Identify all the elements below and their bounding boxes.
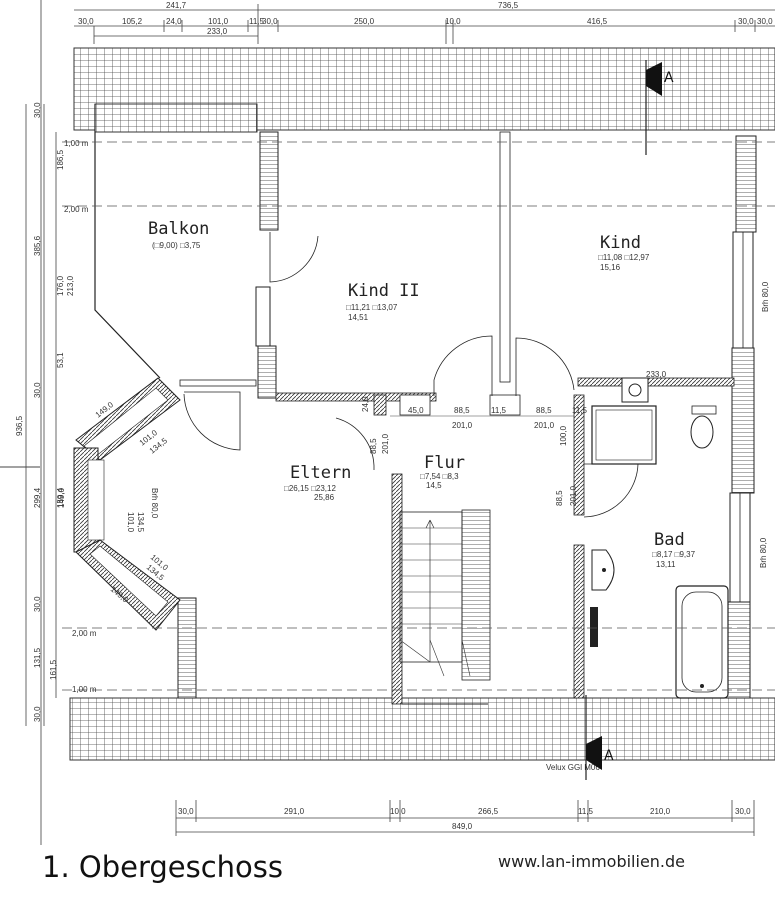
dim-top-overall-left: 241,7 (166, 1, 187, 10)
velux-label: Velux GGl M06 (546, 763, 600, 772)
dim-left: 30,0 (33, 596, 42, 612)
interior-dimensions: 24,0 45,0 88,5 11,5 88,5 11,5 201,0 201,… (361, 370, 667, 506)
room-name: Kind II (348, 281, 420, 301)
room-total: 13,11 (656, 560, 676, 569)
dim-top-seg: 30,0 (78, 17, 94, 26)
window-label: 134,5 (136, 512, 145, 533)
dim-left: 131,5 (33, 647, 42, 668)
dim-left-overall: 936,5 (15, 415, 24, 436)
dim-interior: 201,0 (452, 421, 473, 430)
room-name: Flur (424, 453, 465, 473)
dim-top-seg: 30,0 (262, 17, 278, 26)
dim-bottom: 10,0 (390, 807, 406, 816)
dim-top-overall: 736,5 (498, 1, 519, 10)
dim-bottom: 210,0 (650, 807, 671, 816)
dim-bottom: 30,0 (178, 807, 194, 816)
window-brh-label: Brh 80,0 (759, 537, 768, 568)
dim-bottom: 266,5 (478, 807, 499, 816)
dim-left: 161,5 (49, 659, 58, 680)
room-kind-ii: Kind II □11,21 □13,07 14,51 (346, 281, 420, 322)
roof-band-bottom (69, 697, 775, 761)
dim-interior: 11,5 (491, 406, 507, 415)
section-marker-top: A (645, 60, 674, 155)
dim-bottom: 30,0 (735, 807, 751, 816)
dim-left: 53,1 (56, 352, 65, 368)
dim-left: 30,0 (33, 382, 42, 398)
dim-top-seg: 30,0 (757, 17, 773, 26)
website-label: www.lan-immobilien.de (498, 852, 686, 871)
dim-left: 30,0 (33, 706, 42, 722)
bathroom-fixtures (590, 377, 729, 699)
dim-top-sub: 233,0 (207, 27, 228, 36)
room-name: Kind (600, 233, 641, 253)
room-area: □26,15 □23,12 (284, 484, 336, 493)
room-name: Eltern (290, 463, 351, 483)
room-kind: Kind □11,08 □12,97 15,16 (598, 233, 650, 272)
dim-interior: 88,5 (369, 438, 378, 454)
dim-interior: 88,5 (555, 490, 564, 506)
floor-title: 1. Obergeschoss (42, 850, 284, 884)
room-area: □11,08 □12,97 (598, 253, 650, 262)
dim-interior: 88,5 (536, 406, 552, 415)
left-dimension-chain: 30,0 186,5 385,6 176,0 213,0 53,1 30,0 2… (15, 102, 75, 726)
room-name: Bad (654, 530, 685, 550)
dim-left: 159,4 (56, 487, 65, 508)
svg-text:A: A (664, 70, 674, 86)
dim-left: 186,5 (56, 149, 65, 170)
room-area: □7,54 □8,3 (420, 472, 459, 481)
dim-interior: 88,5 (454, 406, 470, 415)
dim-top-seg: 11,5 (249, 17, 265, 26)
dim-interior: 45,0 (408, 406, 424, 415)
dim-interior: 24,0 (361, 396, 370, 412)
dim-left: 299,4 (33, 487, 42, 508)
window-label: 149,0 (57, 487, 66, 508)
room-area: □11,21 □13,07 (346, 303, 398, 312)
dim-left: 385,6 (33, 235, 42, 256)
dim-bottom: 291,0 (284, 807, 305, 816)
dim-interior: 11,5 (572, 406, 588, 415)
dim-bottom-total: 849,0 (452, 822, 473, 831)
dim-top-seg: 101,0 (208, 17, 229, 26)
height-mark: 2,00 m (64, 205, 89, 214)
dim-interior: 100,0 (559, 425, 568, 446)
room-total: 14,51 (348, 313, 369, 322)
dim-interior: 233,0 (646, 370, 667, 379)
bay-window: 149,0 101,0 134,5 101,0 134,5 101,0 134,… (57, 377, 181, 631)
room-bad: Bad □8,17 □9,37 13,11 (652, 530, 696, 569)
room-flur: Flur □7,54 □8,3 14,5 (420, 453, 465, 490)
section-marker-bottom: A (585, 695, 614, 780)
top-dimension-chain: 241,7 736,5 30,0 105,2 24,0 101,0 11,5 3… (74, 1, 775, 44)
window-label: Brh 80,0 (150, 488, 159, 519)
height-mark: 2,00 m (72, 629, 97, 638)
room-total: 15,16 (600, 263, 621, 272)
height-mark: 1,00 m (72, 685, 97, 694)
window-brh-label: Brh 80,0 (761, 281, 770, 312)
dim-interior: 201,0 (569, 485, 578, 506)
dim-left: 176,0 (56, 275, 65, 296)
dim-interior: 201,0 (534, 421, 555, 430)
bottom-dimension-chain: 30,0 291,0 10,0 266,5 11,5 210,0 30,0 84… (175, 763, 755, 836)
staircase (399, 509, 491, 681)
dim-left: 213,0 (66, 275, 75, 296)
room-total: 14,5 (426, 481, 442, 490)
svg-text:A: A (604, 748, 614, 764)
room-area: (□9,00) □3,75 (152, 241, 201, 250)
dim-top-seg: 250,0 (354, 17, 375, 26)
room-name: Balkon (148, 219, 209, 239)
dim-top-seg: 24,0 (166, 17, 182, 26)
room-total: 25,86 (314, 493, 335, 502)
room-area: □8,17 □9,37 (652, 550, 696, 559)
window-label: 101,0 (126, 512, 135, 533)
dim-top-seg: 30,0 (738, 17, 754, 26)
dim-top-seg: 105,2 (122, 17, 143, 26)
height-mark: 1,00 m (64, 139, 89, 148)
dim-left: 30,0 (33, 102, 42, 118)
dim-top-seg: 416,5 (587, 17, 608, 26)
room-balkon: Balkon (□9,00) □3,75 (148, 219, 209, 250)
dim-top-seg: 10,0 (445, 17, 461, 26)
dim-bottom: 11,5 (578, 807, 594, 816)
dim-interior: 201,0 (381, 433, 390, 454)
room-eltern: Eltern □26,15 □23,12 25,86 (284, 463, 351, 502)
